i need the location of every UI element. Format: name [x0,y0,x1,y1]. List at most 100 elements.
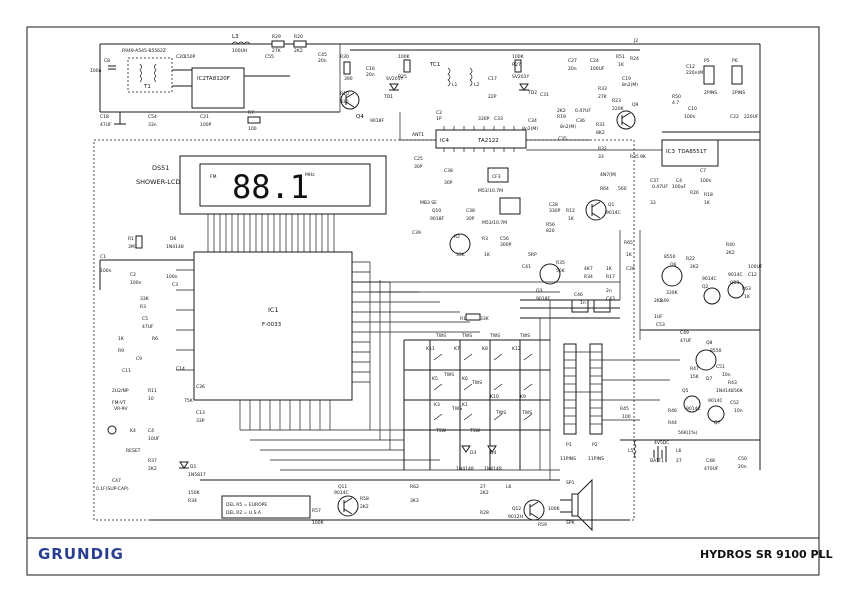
frame-border [26,26,820,576]
reset-switch [107,425,117,435]
svg-text:47UF: 47UF [142,324,154,330]
svg-text:C51: C51 [716,364,725,370]
svg-text:C4: C4 [148,428,154,434]
svg-text:R32: R32 [598,146,607,152]
coil-ref: T1 [143,84,151,90]
svg-text:C9: C9 [136,356,142,362]
svg-text:C50: C50 [738,456,747,462]
svg-text:C25: C25 [414,156,423,162]
ic4-part: TA2122 [477,138,499,144]
svg-text:C11: C11 [122,368,131,374]
pll-section: IC2 TA8120F R949-A545-B5562Z T1 L3 100UH… [90,34,340,132]
svg-text:R59: R59 [538,522,547,528]
svg-text:VR-9V: VR-9V [114,406,129,412]
connectors: P1 11PINS P2 11PINS [520,299,620,462]
svg-text:R50: R50 [672,94,681,100]
svg-text:Q5: Q5 [682,388,689,394]
svg-text:R6: R6 [152,336,158,342]
svg-text:C4: C4 [676,178,682,184]
svg-text:C22: C22 [730,114,739,120]
svg-text:820: 820 [546,228,555,234]
p2-label: P2 [592,442,598,448]
svg-text:1UF: 1UF [654,314,663,320]
svg-text:100n: 100n [684,114,696,120]
svg-text:0.47UF: 0.47UF [652,184,668,190]
svg-text:C48: C48 [706,458,715,464]
svg-text:D4: D4 [490,450,496,456]
svg-text:220UF: 220UF [744,114,759,120]
svg-text:TSW: TSW [435,428,447,434]
q5-symbol [683,395,701,413]
svg-text:30P: 30P [444,180,453,186]
svg-text:10n: 10n [722,372,731,378]
coil-part: R949-A545-B5562Z [122,48,166,54]
p6-label: P6 [732,58,738,64]
svg-text:C56: C56 [500,236,509,242]
ic2-box [191,67,245,109]
antenna-label: ANT1 [412,132,424,138]
svg-text:R12: R12 [566,208,575,214]
svg-text:SV201Y: SV201Y [512,74,530,80]
svg-text:FM: FM [210,174,217,180]
svg-text:8n2(M): 8n2(M) [622,82,638,88]
connector-p1 [563,343,577,435]
svg-text:R3: R3 [140,304,146,310]
svg-text:C17: C17 [488,76,497,82]
ic4-ref: IC4 [440,138,449,144]
svg-text:R22: R22 [686,256,695,262]
svg-text:20n: 20n [738,464,747,470]
svg-text:K5: K5 [432,376,438,382]
q10-symbol [449,233,471,255]
svg-text:C26: C26 [626,266,635,272]
svg-text:C34: C34 [528,118,537,124]
svg-text:C1: C1 [100,254,106,260]
svg-text:10n: 10n [734,408,743,414]
p5-connector [703,65,715,85]
svg-text:100n: 100n [700,178,712,184]
svg-text:K12: K12 [512,346,521,352]
svg-text:100n: 100n [90,68,102,74]
svg-text:TWS: TWS [521,410,532,416]
svg-text:L6: L6 [676,448,682,454]
svg-text:D7: D7 [706,376,712,382]
svg-text:TWS: TWS [471,380,482,386]
svg-text:R31: R31 [596,122,605,128]
svg-text:2n: 2n [606,288,612,294]
crystal-cf3 [487,167,509,183]
svg-text:33n: 33n [148,122,157,128]
svg-text:100UF: 100UF [590,66,605,72]
c47-label: C47 [112,478,121,484]
q12-symbol [523,499,545,521]
svg-text:R11: R11 [148,388,157,394]
svg-text:1N4148: 1N4148 [166,244,184,250]
svg-text:C55: C55 [265,54,274,60]
svg-text:L2: L2 [474,82,480,88]
speaker-section: SP1 SPK [560,478,593,532]
svg-text:C5: C5 [142,316,148,322]
svg-text:9018F: 9018F [430,216,444,222]
battery-voltage: 4V5DC [654,440,669,446]
svg-text:4K7: 4K7 [584,266,593,272]
svg-text:C19: C19 [622,76,631,82]
svg-text:C54: C54 [148,114,157,120]
svg-text:100: 100 [622,414,631,420]
svg-text:TWS: TWS [495,410,506,416]
svg-text:300P: 300P [500,242,512,248]
svg-text:1N4148: 1N4148 [716,388,734,394]
svg-text:C49: C49 [680,330,689,336]
svg-text:TWS: TWS [451,406,462,412]
svg-text:L1: L1 [452,82,458,88]
crystal-cf2 [499,197,521,215]
svg-text:R2: R2 [454,234,460,240]
lcd-window [199,163,371,207]
p1-type: 11PINS [560,456,576,462]
q13-symbol [727,281,745,299]
svg-text:Q11: Q11 [338,484,347,490]
svg-text:1N4148: 1N4148 [456,466,474,472]
svg-text:C31: C31 [540,92,549,98]
svg-text:D1: D1 [190,464,196,470]
